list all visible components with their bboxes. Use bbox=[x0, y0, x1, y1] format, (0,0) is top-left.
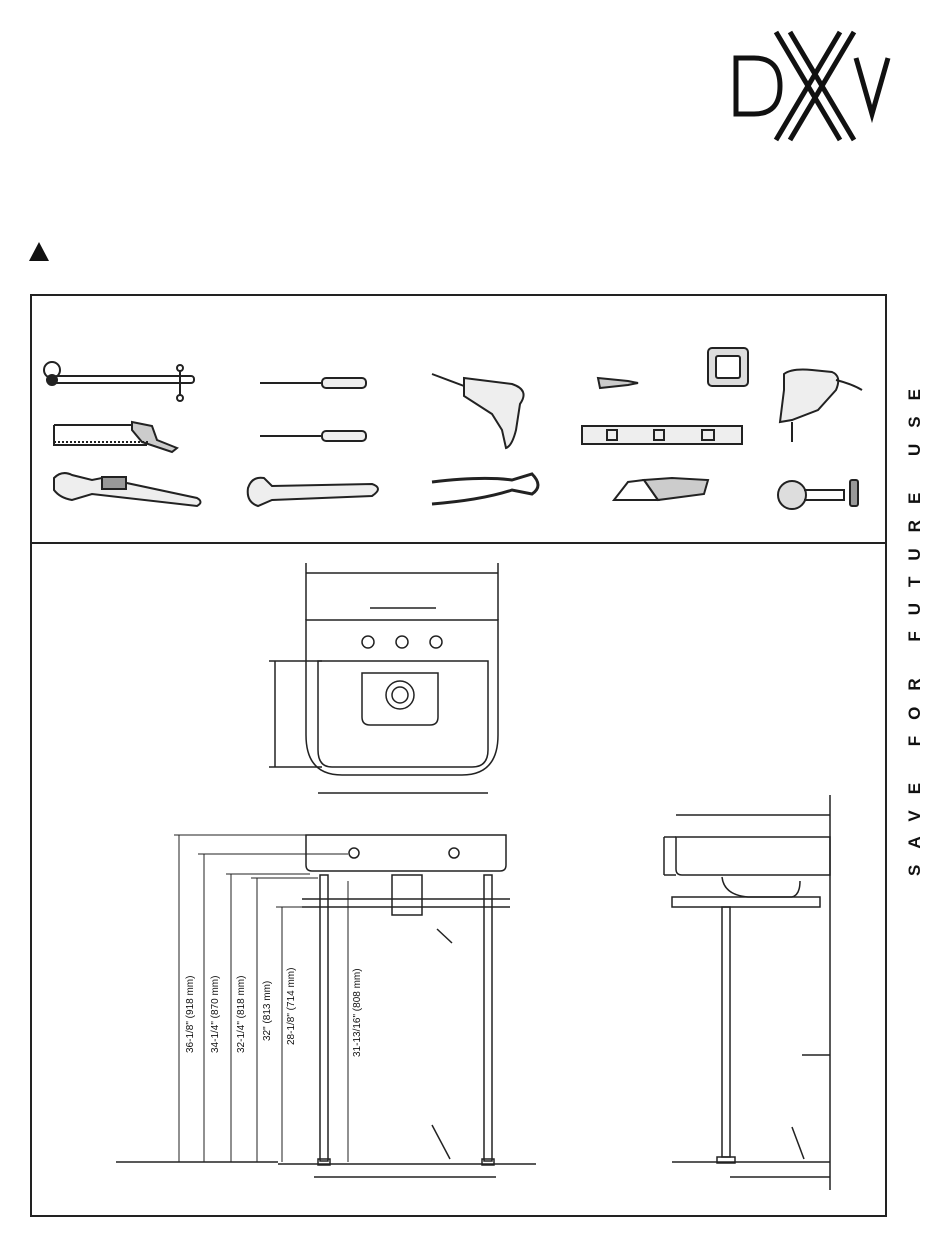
side-view-vanity bbox=[664, 795, 830, 1190]
dim-faucet-hole-height: 34-1/4" (870 mm) bbox=[210, 976, 221, 1053]
power-drill-icon bbox=[432, 374, 524, 448]
dxv-logo bbox=[728, 28, 894, 144]
putty-knife-icon bbox=[614, 478, 708, 500]
top-view-sink bbox=[269, 563, 498, 793]
groove-joint-pliers-icon bbox=[432, 474, 538, 504]
side-label-text: SAVE FOR FUTURE USE bbox=[906, 360, 923, 890]
tubing-cutter-icon bbox=[778, 480, 858, 509]
level-icon bbox=[582, 426, 742, 444]
pipe-wrench-icon bbox=[54, 473, 201, 506]
dim-drain-height: 31-13/16" (808 mm) bbox=[352, 968, 363, 1057]
pipe-cutter-tool-icon bbox=[44, 362, 194, 401]
dimension-labels: 36-1/8" (918 mm) 34-1/4" (870 mm) 32-1/4… bbox=[185, 968, 363, 1057]
section-divider bbox=[30, 542, 887, 544]
tools-required-panel bbox=[32, 330, 885, 530]
adjustable-wrench-icon bbox=[248, 478, 378, 506]
jigsaw-icon bbox=[780, 370, 862, 443]
flat-screwdriver-icon bbox=[260, 431, 366, 441]
dim-overall-height: 36-1/8" (918 mm) bbox=[185, 976, 196, 1053]
height-dimension-lines bbox=[174, 835, 348, 1162]
wood-screw-icon bbox=[598, 378, 638, 388]
dim-rim-height: 32-1/4" (818 mm) bbox=[236, 976, 247, 1053]
dim-shelf-top-height: 32" (813 mm) bbox=[262, 981, 273, 1041]
phillips-screwdriver-icon bbox=[260, 378, 366, 388]
warning-triangle-icon bbox=[29, 242, 49, 261]
tape-measure-icon bbox=[708, 348, 748, 386]
roughing-in-diagram: 36-1/8" (918 mm) 34-1/4" (870 mm) 32-1/4… bbox=[32, 545, 885, 1215]
hacksaw-icon bbox=[54, 422, 177, 452]
save-for-future-use-label: SAVE FOR FUTURE USE bbox=[906, 360, 926, 890]
dim-shelf-height: 28-1/8" (714 mm) bbox=[286, 968, 297, 1045]
